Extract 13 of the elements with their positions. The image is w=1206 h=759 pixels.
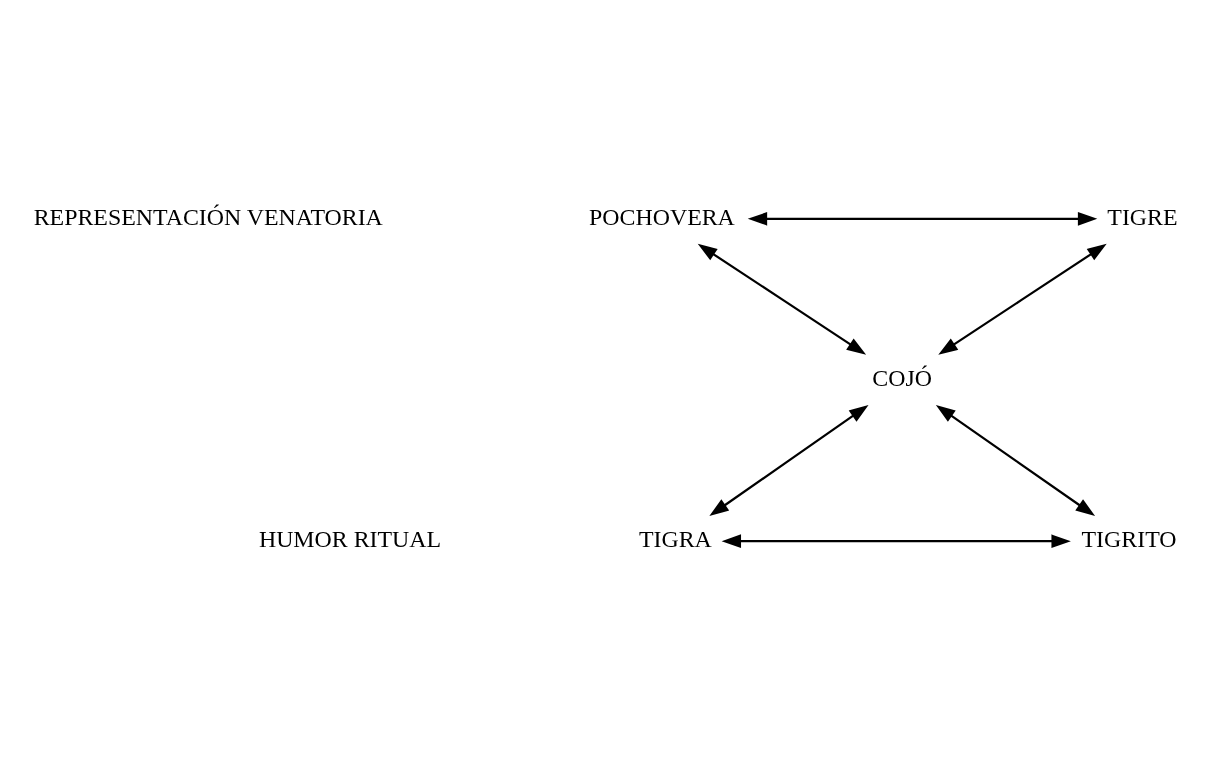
arrow	[747, 211, 1098, 226]
label: REPRESENTACIÓN VENATORIA	[33, 203, 383, 229]
node-text: COJÓ	[872, 364, 933, 391]
node-text: TIGRA	[638, 525, 712, 552]
arrow	[938, 243, 1107, 355]
arrow	[935, 404, 1096, 516]
node-text: TIGRITO	[1081, 525, 1177, 552]
label: HUMOR RITUAL	[258, 525, 442, 552]
node-text: TIGRE	[1107, 203, 1178, 229]
arrow	[697, 243, 867, 355]
node-text: POCHOVERA	[589, 203, 735, 229]
arrow	[721, 533, 1071, 548]
arrow	[709, 404, 869, 516]
